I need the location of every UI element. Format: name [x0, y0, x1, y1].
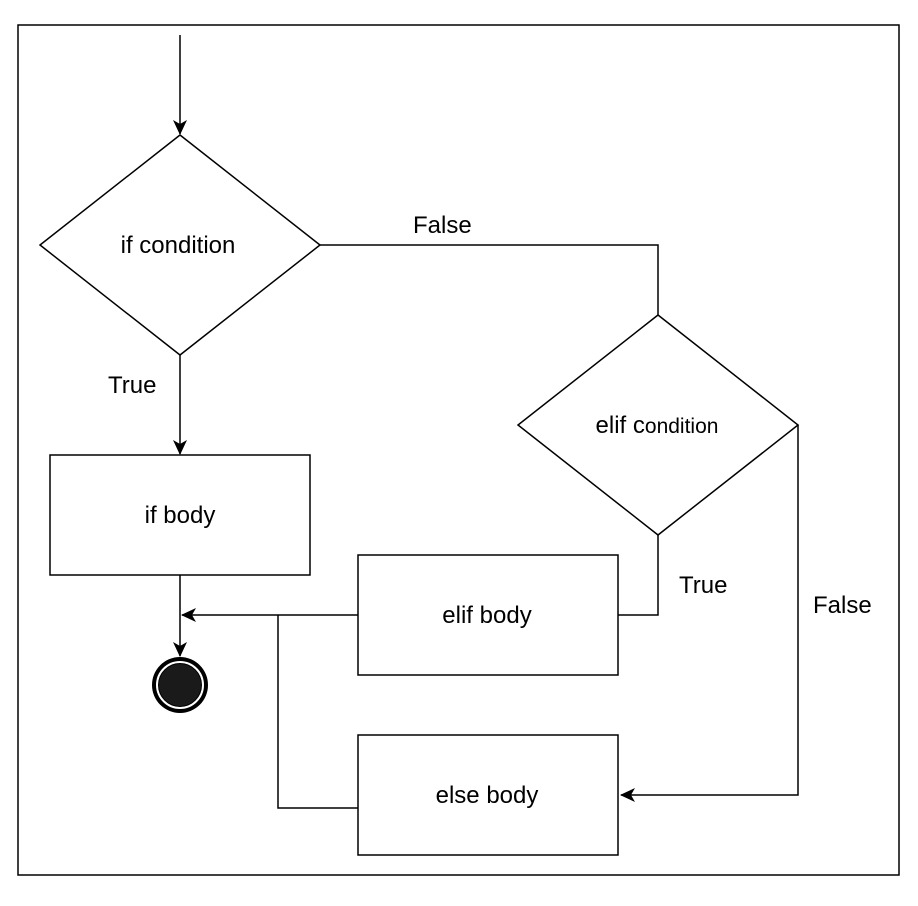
if-false-edge	[320, 244, 659, 315]
if-condition-label: if condition	[121, 232, 236, 259]
else-body-box	[357, 734, 619, 856]
elif-false-edge	[620, 425, 799, 802]
end-node-inner	[159, 664, 201, 706]
if-true-label: True	[108, 372, 156, 399]
if-false-label: False	[413, 212, 472, 239]
elif-body-box	[357, 554, 619, 676]
elif-condition-label-suffix: ondition	[645, 415, 719, 438]
else-body-label: else body	[436, 782, 539, 809]
end-node-ring	[156, 661, 204, 709]
elif-condition-label: elif condition	[596, 412, 719, 439]
elif-false-label: False	[813, 592, 872, 619]
elif-body-label: elif body	[442, 602, 531, 629]
elif-true-edge	[618, 535, 659, 616]
if-body-label: if body	[145, 502, 216, 529]
else-body-merge-edge	[277, 615, 358, 809]
diagram-frame	[17, 24, 900, 876]
elif-true-label: True	[679, 572, 727, 599]
elif-condition-label-prefix: elif c	[596, 412, 645, 439]
